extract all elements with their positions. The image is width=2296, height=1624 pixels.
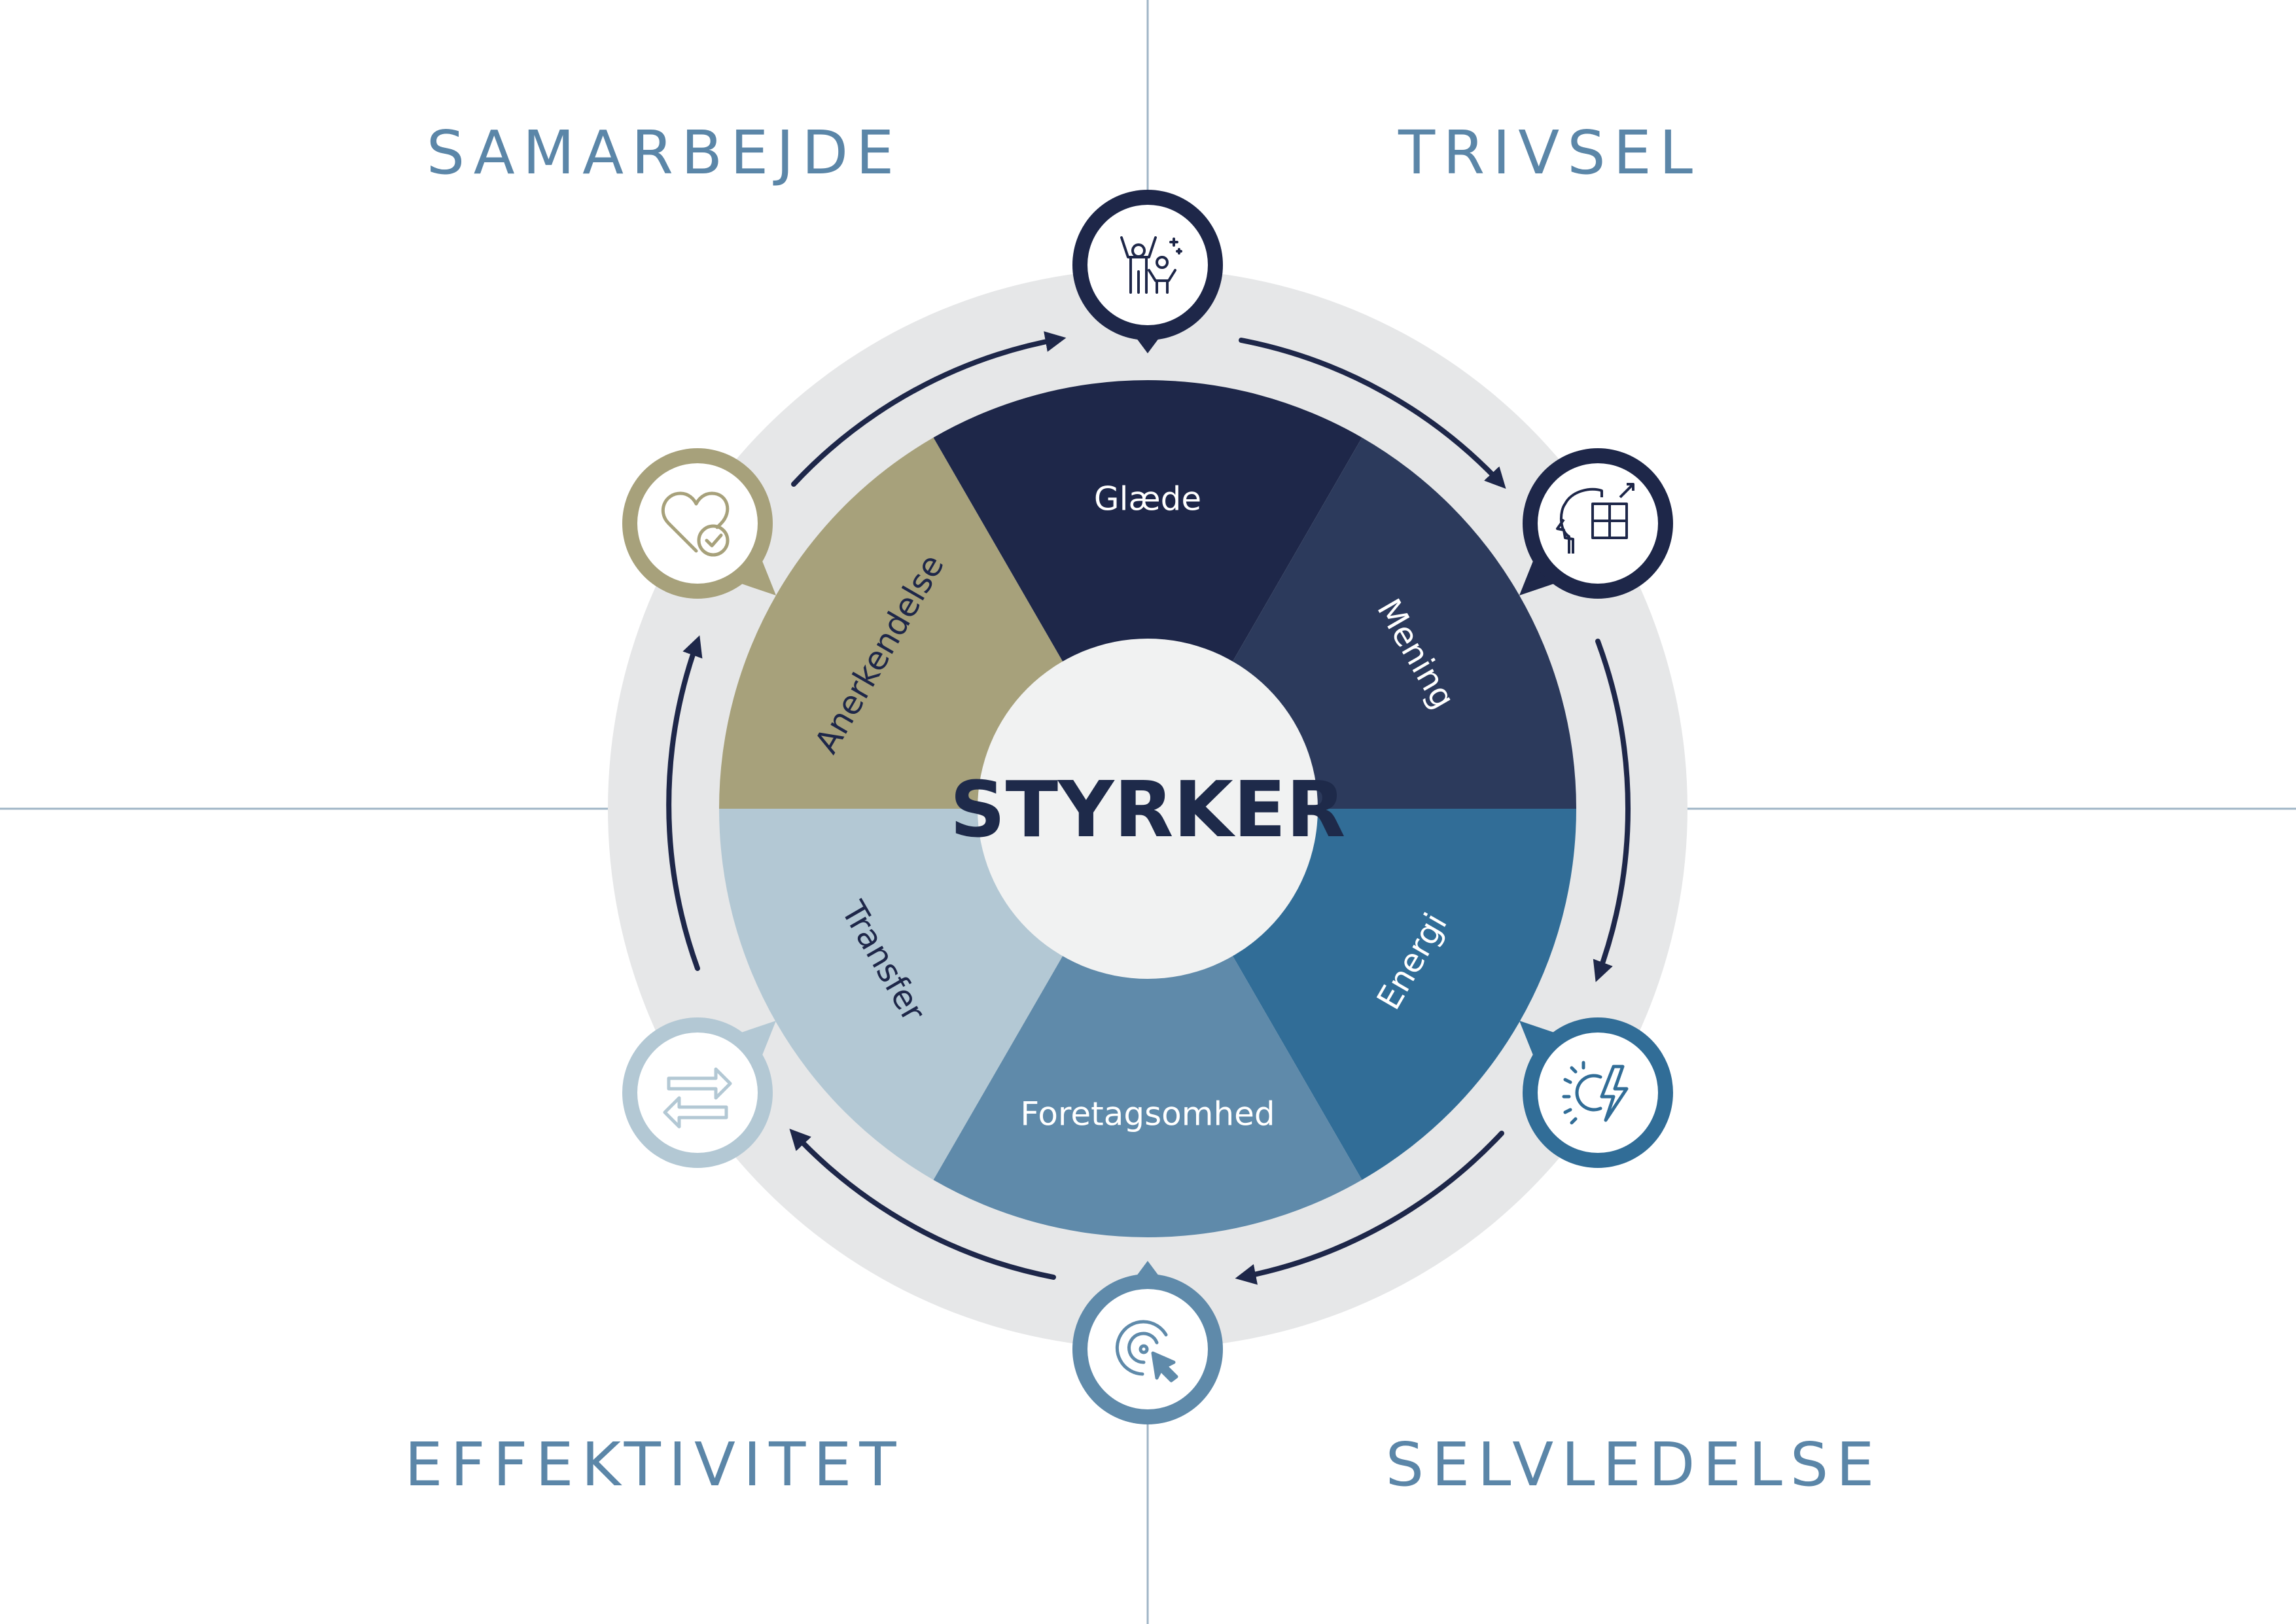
flow-arrow-6 [791, 331, 1067, 487]
segment-3 [933, 809, 1362, 1237]
segment-label-3: Foretagsomhed [1020, 1095, 1275, 1133]
heart-check-icon [661, 491, 730, 557]
segment-0 [933, 380, 1362, 809]
flow-arrow-3 [1235, 1131, 1504, 1285]
center-label: STYRKER [950, 764, 1346, 855]
target-cursor-icon [1115, 1320, 1178, 1383]
flow-arrow-4 [789, 1128, 1056, 1280]
head-puzzle-icon [1556, 483, 1634, 554]
badge-mening [1519, 448, 1673, 599]
badge-energi [1519, 1017, 1673, 1168]
badge-anerkendelse [622, 448, 776, 599]
quadrant-label-selvledelse: SELVLEDELSE [1386, 1430, 1882, 1500]
people-celebrating-icon [1120, 236, 1182, 294]
flow-arrow-1 [1239, 338, 1506, 489]
flow-arrows [666, 331, 1631, 1285]
badge-foretagsomhed [1072, 1261, 1223, 1424]
quadrant-label-samarbejde: SAMARBEJDE [427, 118, 902, 188]
center-circle [978, 639, 1318, 979]
badge-glaede [1072, 190, 1223, 353]
segment-label-0: Glæde [1094, 480, 1201, 518]
flow-arrow-5 [666, 635, 703, 971]
sun-lightning-icon [1562, 1061, 1629, 1125]
badge-transfer [622, 1017, 776, 1168]
flow-arrow-2 [1593, 639, 1631, 983]
transfer-arrows-icon [663, 1067, 732, 1129]
quadrant-label-effektivitet: EFFEKTIVITET [404, 1430, 904, 1500]
quadrant-label-trivsel: TRIVSEL [1398, 118, 1701, 188]
